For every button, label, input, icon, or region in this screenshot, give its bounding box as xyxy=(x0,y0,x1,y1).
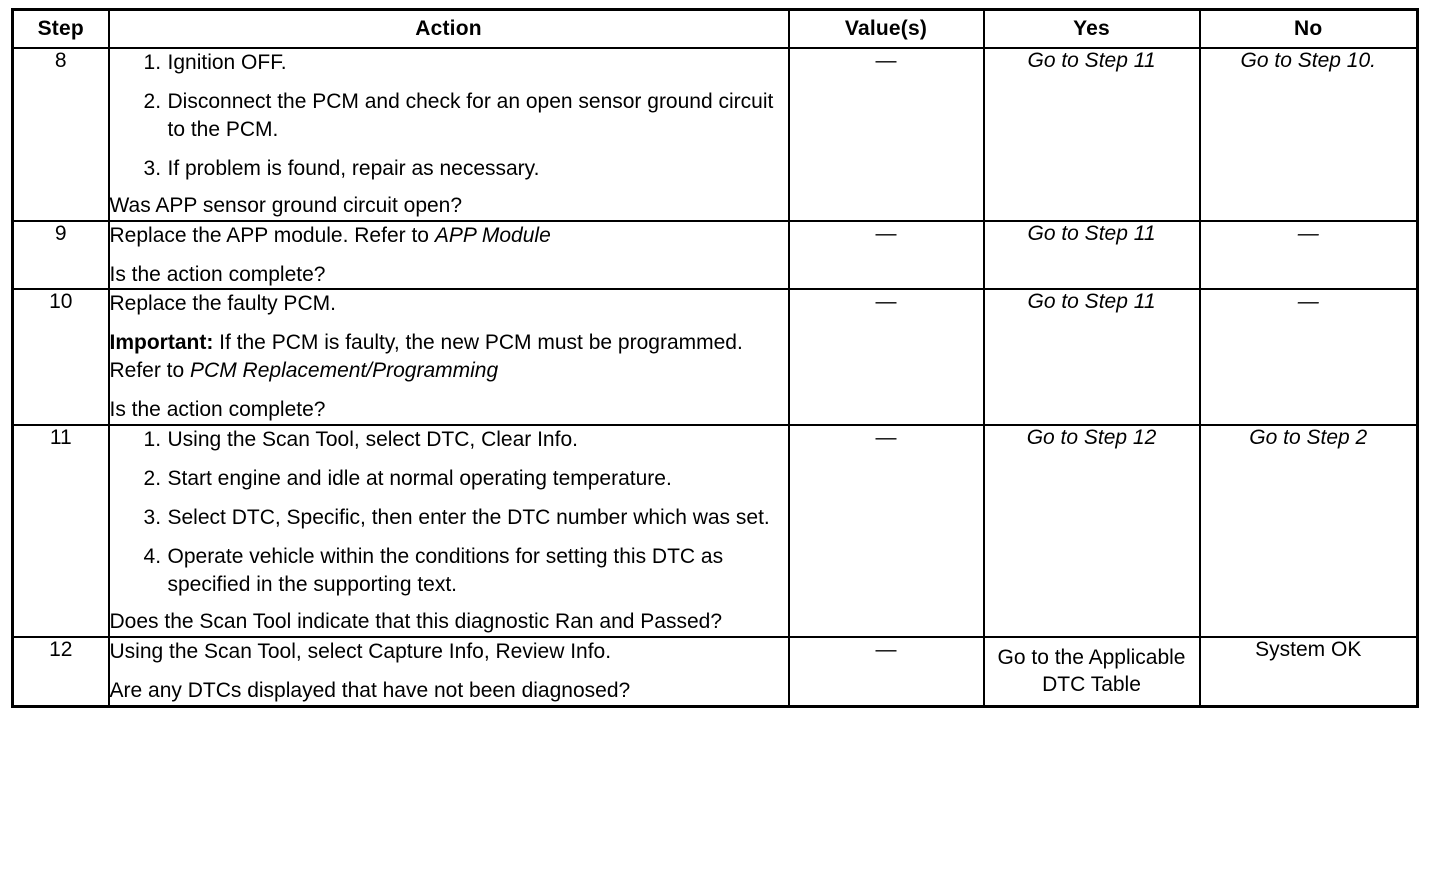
substep: Using the Scan Tool, select DTC, Clear I… xyxy=(144,426,578,454)
step-number: 8 xyxy=(11,47,110,222)
action-line: Using the Scan Tool, select Capture Info… xyxy=(109,639,612,663)
table-row: 12 Using the Scan Tool, select Capture I… xyxy=(11,635,1419,708)
action-line: Replace the faulty PCM. xyxy=(109,292,336,316)
action-cell: Replace the APP module. Refer to APP Mod… xyxy=(107,219,790,291)
no-cell: — xyxy=(1198,219,1419,291)
step-number: 12 xyxy=(11,635,110,708)
substep: Disconnect the PCM and check for an open… xyxy=(144,88,774,141)
important-note: Important: If the PCM is faulty, the new… xyxy=(110,329,788,385)
column-header-yes: Yes xyxy=(982,8,1201,49)
important-text: If the PCM is faulty, the new PCM must b… xyxy=(109,331,743,383)
yes-cell: Go to Step 11 xyxy=(982,47,1201,222)
substep: Select DTC, Specific, then enter the DTC… xyxy=(144,504,770,532)
action-line: Replace the APP module. Refer to APP Mod… xyxy=(110,222,788,250)
table-row: 9 Replace the APP module. Refer to APP M… xyxy=(11,219,1419,291)
diagnostic-procedure-table: Step Action Value(s) Yes No 8 Ignition O… xyxy=(11,8,1419,708)
table-row: 11 Using the Scan Tool, select DTC, Clea… xyxy=(11,424,1419,638)
column-header-step: Step xyxy=(11,8,110,49)
substep-list: Ignition OFF. Disconnect the PCM and che… xyxy=(110,49,788,183)
value-cell: — xyxy=(787,424,985,638)
step-number: 11 xyxy=(11,424,110,638)
table-header-row: Step Action Value(s) Yes No xyxy=(11,8,1419,49)
substep: Ignition OFF. xyxy=(144,49,287,77)
table-row: 10 Replace the faulty PCM. Important: If… xyxy=(11,288,1419,427)
value-cell: — xyxy=(787,47,985,222)
action-question: Was APP sensor ground circuit open? xyxy=(109,193,463,217)
yes-cell: Go to the Applicable DTC Table xyxy=(982,635,1201,708)
action-cell: Using the Scan Tool, select DTC, Clear I… xyxy=(107,424,790,638)
action-text: Replace the APP module. Refer to xyxy=(109,223,435,247)
yes-cell: Go to Step 11 xyxy=(982,219,1201,291)
yes-cell: Go to Step 11 xyxy=(982,288,1201,427)
table-row: 8 Ignition OFF. Disconnect the PCM and c… xyxy=(11,47,1419,222)
step-number: 10 xyxy=(11,288,110,427)
value-cell: — xyxy=(787,635,985,708)
action-cell: Using the Scan Tool, select Capture Info… xyxy=(107,635,790,708)
column-header-no: No xyxy=(1198,8,1419,49)
value-cell: — xyxy=(787,219,985,291)
no-cell: — xyxy=(1198,288,1419,427)
no-cell: Go to Step 2 xyxy=(1198,424,1419,638)
yes-cell: Go to Step 12 xyxy=(982,424,1201,638)
substep: If problem is found, repair as necessary… xyxy=(144,155,540,183)
reference-title: PCM Replacement/Programming xyxy=(190,359,499,383)
no-cell: System OK xyxy=(1198,635,1419,708)
reference-title: APP Module xyxy=(434,223,551,247)
column-header-action: Action xyxy=(107,8,790,49)
value-cell: — xyxy=(787,288,985,427)
step-number: 9 xyxy=(11,219,110,291)
important-label: Important: xyxy=(109,331,214,355)
action-cell: Ignition OFF. Disconnect the PCM and che… xyxy=(107,47,790,222)
no-cell: Go to Step 10. xyxy=(1198,47,1419,222)
substep-list: Using the Scan Tool, select DTC, Clear I… xyxy=(110,426,788,599)
substep: Start engine and idle at normal operatin… xyxy=(144,465,672,493)
action-question: Is the action complete? xyxy=(109,398,326,422)
substep: Operate vehicle within the conditions fo… xyxy=(144,543,724,596)
column-header-value: Value(s) xyxy=(787,8,985,49)
action-cell: Replace the faulty PCM. Important: If th… xyxy=(107,288,790,427)
action-question: Are any DTCs displayed that have not bee… xyxy=(109,678,631,702)
action-question: Does the Scan Tool indicate that this di… xyxy=(109,609,723,633)
action-question: Is the action complete? xyxy=(109,262,326,286)
